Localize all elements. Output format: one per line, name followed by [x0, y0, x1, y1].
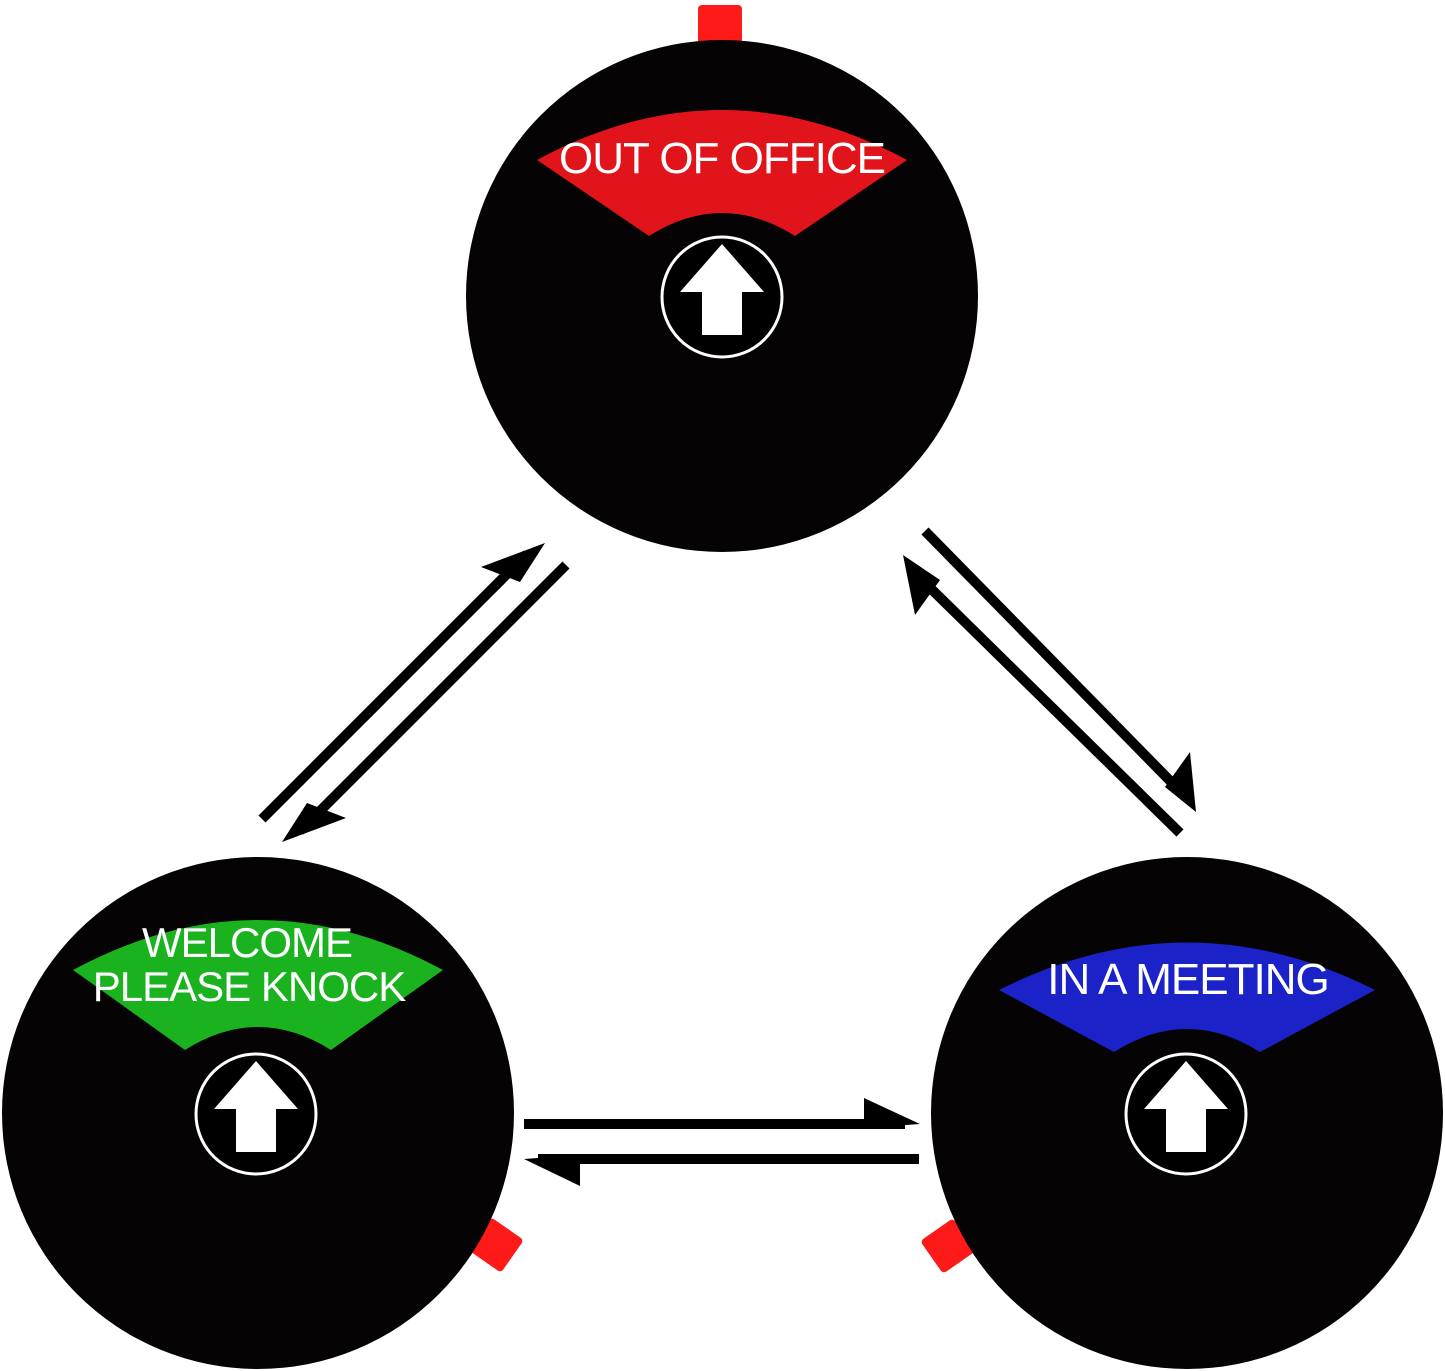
up-arrow-icon: [1124, 1052, 1248, 1176]
arrow-down-right: [921, 527, 1196, 812]
up-arrow-icon: [194, 1052, 318, 1176]
red-slider-tab: [698, 5, 742, 51]
sign-out-of-office: OUT OF OFFICE: [466, 5, 978, 552]
sign-in-a-meeting: IN A MEETING: [921, 857, 1443, 1369]
arrow-down-left: [282, 561, 570, 842]
arrow-up-right: [258, 543, 545, 823]
sign-label-line: WELCOME: [142, 919, 352, 966]
status-window: [73, 920, 443, 1050]
connector-welcome-in-a-meeting: [524, 1098, 920, 1186]
connector-welcome-out-of-office: [258, 543, 570, 842]
sign-welcome-please-knock: WELCOME PLEASE KNOCK: [2, 857, 523, 1369]
sign-label-line: OUT OF OFFICE: [559, 134, 885, 183]
arrow-right: [524, 1098, 920, 1129]
arrow-left: [524, 1154, 919, 1186]
sign-label-line: IN A MEETING: [1047, 955, 1328, 1004]
sign-label-line: PLEASE KNOCK: [93, 963, 406, 1010]
arrow-up-left: [903, 555, 1184, 837]
connector-out-of-office-in-a-meeting: [903, 527, 1196, 837]
up-arrow-icon: [660, 235, 784, 359]
status-window: [999, 942, 1375, 1052]
status-window: [537, 110, 907, 236]
